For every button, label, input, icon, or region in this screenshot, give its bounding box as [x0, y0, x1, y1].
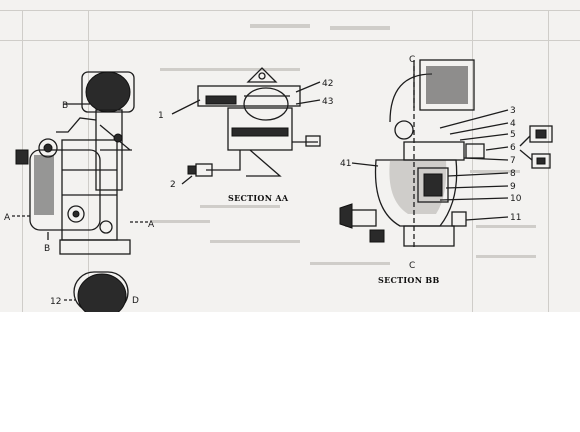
left-exterior-view: [12, 71, 148, 312]
section-aa-drawing: [187, 67, 321, 177]
label-9: 9: [510, 182, 516, 192]
scanned-page: B B A A D 12 1 2 42 43 SECTION AA: [0, 0, 580, 312]
label-4: 4: [510, 119, 516, 129]
leader-lines-bb: [439, 109, 533, 221]
label-6: 6: [510, 143, 516, 153]
label-c-top: C: [409, 55, 415, 65]
label-43: 43: [322, 97, 333, 107]
label-7: 7: [510, 156, 516, 166]
label-10: 10: [510, 194, 522, 204]
label-a-right: A: [148, 220, 155, 230]
section-aa-caption: SECTION AA: [228, 193, 289, 203]
label-12: 12: [50, 297, 61, 307]
background-table-ghost: [0, 10, 580, 312]
label-b-bottom: B: [44, 244, 50, 254]
label-8: 8: [510, 169, 516, 179]
carburetor-diagram: B B A A D 12 1 2 42 43 SECTION AA: [0, 10, 580, 312]
label-3: 3: [510, 106, 516, 116]
label-b-top: B: [62, 101, 68, 111]
label-a-left: A: [4, 213, 11, 223]
label-1: 1: [158, 111, 164, 121]
label-42: 42: [322, 79, 333, 89]
label-d: D: [132, 296, 139, 306]
label-5: 5: [510, 130, 516, 140]
blank-area: [0, 312, 580, 432]
label-c-bottom: C: [409, 261, 415, 271]
label-2: 2: [170, 180, 176, 190]
section-bb-caption: SECTION BB: [378, 275, 440, 285]
label-41: 41: [340, 159, 351, 169]
label-11: 11: [510, 213, 521, 223]
